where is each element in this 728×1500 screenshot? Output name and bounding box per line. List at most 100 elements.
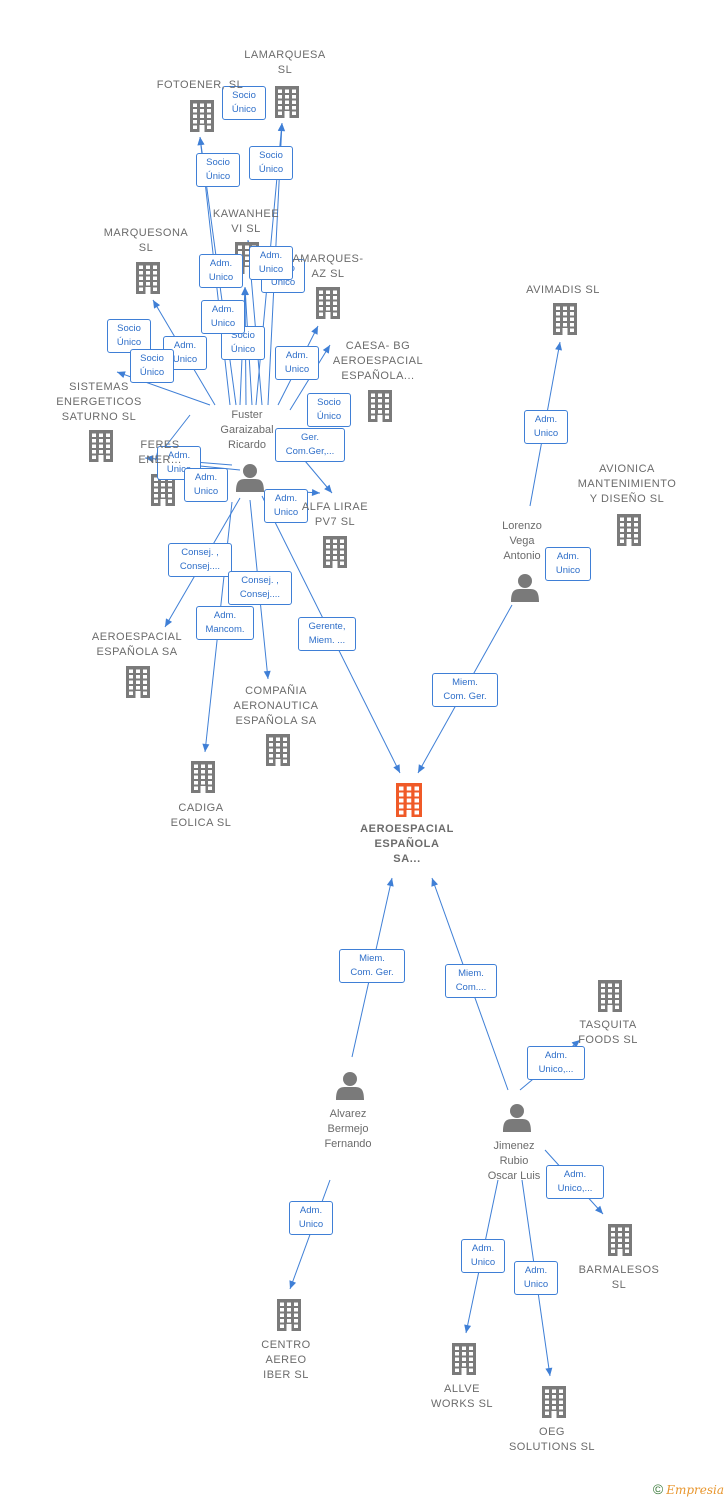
edge-label-fuster-alfa[interactable]: Ger.Com.Ger,... bbox=[275, 428, 345, 462]
edge-arrow-icon bbox=[311, 489, 320, 497]
node-label-line: LAMARQUESA bbox=[244, 49, 326, 61]
edge-label-fuster-kawanhee[interactable]: Adm.Unico bbox=[199, 254, 243, 288]
building-icon-marquesona[interactable] bbox=[136, 262, 160, 294]
edge-label-fuster-compania[interactable]: Consej. ,Consej.... bbox=[228, 571, 292, 605]
edge-label-fuster-alfa[interactable]: Adm.Unico bbox=[264, 489, 308, 523]
building-icon-barmalesos[interactable] bbox=[608, 1224, 632, 1256]
building-icon-lamarquesa[interactable] bbox=[275, 86, 299, 118]
node-label-line: Bermejo bbox=[327, 1123, 369, 1135]
edge-label-jimenez-central[interactable]: Miem.Com.... bbox=[445, 964, 497, 998]
building-icon-central[interactable] bbox=[396, 783, 422, 817]
edge-label-line: Socio bbox=[317, 397, 341, 408]
node-label-line: AEROESPACIAL bbox=[360, 823, 454, 835]
building-icon-sistemas[interactable] bbox=[89, 430, 113, 462]
node-label-avimadis[interactable]: AVIMADIS SL bbox=[526, 283, 600, 298]
building-icon-aeroesp_sa[interactable] bbox=[126, 666, 150, 698]
edge-arrow-icon bbox=[464, 1324, 472, 1333]
node-label-line: Garaizabal bbox=[220, 424, 274, 436]
edge-label-fuster-feres[interactable]: Adm.Unico bbox=[184, 468, 228, 502]
node-label-line: CADIGA bbox=[178, 802, 224, 814]
building-icon-avimadis[interactable] bbox=[553, 303, 577, 335]
edge-label-line: Adm. bbox=[213, 610, 237, 621]
edge-label-fuster-aeroesp_sa[interactable]: Consej. ,Consej.... bbox=[168, 543, 232, 577]
edge-label-line: Adm. bbox=[211, 304, 235, 315]
node-label-line: AVIMADIS SL bbox=[526, 284, 600, 296]
person-icon-lorenzo[interactable] bbox=[511, 574, 539, 602]
building-icon-oeg[interactable] bbox=[542, 1386, 566, 1418]
person-icon-fuster[interactable] bbox=[236, 464, 264, 492]
edge-label-line: Com. Ger. bbox=[443, 691, 487, 702]
person-icon-alvarez[interactable] bbox=[336, 1072, 364, 1100]
node-label-line: AVIONICA bbox=[599, 463, 655, 475]
edge-label-jimenez-oeg[interactable]: Adm.Unico bbox=[514, 1261, 558, 1295]
edge-label-lorenzo-avimadis[interactable]: Adm.Unico bbox=[524, 410, 568, 444]
building-icon-marquesaz[interactable] bbox=[316, 287, 340, 319]
edge-label-line: Único bbox=[205, 171, 231, 182]
edge-label-fuster-kawanhee[interactable]: Adm.Unico bbox=[201, 300, 245, 334]
building-icon-tasquita[interactable] bbox=[598, 980, 622, 1012]
edge-label-jimenez-tasquita[interactable]: Adm.Unico,... bbox=[527, 1046, 585, 1080]
edge-label-jimenez-allve[interactable]: Adm.Unico bbox=[461, 1239, 505, 1273]
edge-label-fuster-central[interactable]: Gerente,Miem. ... bbox=[298, 617, 356, 651]
footer: ©Empresia bbox=[653, 1481, 724, 1497]
edge-label-line: Único bbox=[258, 164, 284, 175]
building-icon-fotoener[interactable] bbox=[190, 100, 214, 132]
person-icon-jimenez[interactable] bbox=[503, 1104, 531, 1132]
edge-label-line: Adm. bbox=[173, 340, 197, 351]
building-icon-compania[interactable] bbox=[266, 734, 290, 766]
edge-label-lorenzo-central[interactable]: Miem.Com. Ger. bbox=[432, 673, 498, 707]
building-icon-allve[interactable] bbox=[452, 1343, 476, 1375]
edge-label-alvarez-centro[interactable]: Adm.Unico bbox=[289, 1201, 333, 1235]
copyright-icon: © bbox=[652, 1481, 664, 1497]
building-icon-centro[interactable] bbox=[277, 1299, 301, 1331]
edge-label-fuster-kawanhee[interactable]: Adm.Unico bbox=[249, 246, 293, 280]
node-label-line: ENERGETICOS bbox=[56, 396, 142, 408]
edge-label-line: Unico bbox=[533, 428, 559, 439]
edge-label-fuster-cadiga[interactable]: Adm.Mancom. bbox=[196, 606, 254, 640]
building-icon-alfa[interactable] bbox=[323, 536, 347, 568]
brand-logo[interactable]: Empresia bbox=[666, 1483, 724, 1497]
node-label-marquesaz[interactable]: AMARQUES-AZ SL bbox=[292, 252, 363, 282]
building-icon-caesa[interactable] bbox=[368, 390, 392, 422]
edge-label-alvarez-central[interactable]: Miem.Com. Ger. bbox=[339, 949, 405, 983]
edge-label-line: Adm. bbox=[471, 1243, 495, 1254]
node-label-line: VI SL bbox=[231, 223, 261, 235]
edge-label-fuster-marquesaz[interactable]: Adm.Unico bbox=[275, 346, 319, 380]
node-label-line: MANTENIMIENTO bbox=[577, 478, 677, 490]
building-icon-cadiga[interactable] bbox=[191, 761, 215, 793]
edge-label-lorenzo-avionica[interactable]: Adm.Unico bbox=[545, 547, 591, 581]
node-label-line: AERONAUTICA bbox=[233, 700, 319, 712]
edge-label-line: Unico bbox=[258, 264, 284, 275]
node-label-fotoener[interactable]: FOTOENER, SL bbox=[157, 78, 243, 93]
building-icon-avionica[interactable] bbox=[617, 514, 641, 546]
edge-label-jimenez-barmalesos[interactable]: Adm.Unico,... bbox=[546, 1165, 604, 1199]
edge-label-line: Unico bbox=[172, 354, 198, 365]
